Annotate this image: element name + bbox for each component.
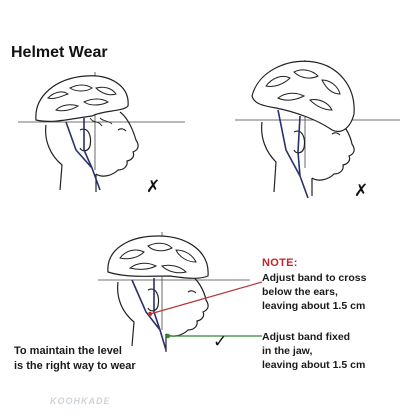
head-incorrect-tilted-back (18, 72, 185, 192)
face-profile (95, 111, 139, 177)
eye (187, 290, 197, 294)
verdict-wrong-mark-1: ✗ (146, 177, 160, 197)
back-of-head (117, 281, 135, 347)
helmet-vent (55, 104, 80, 112)
caption-line: is the right way to wear (14, 360, 136, 372)
eye (331, 132, 341, 136)
helmet-vent (119, 249, 145, 260)
verdict-correct-mark: ✓ (213, 332, 227, 352)
face-profile (165, 273, 209, 337)
helmet-vent (147, 242, 173, 252)
helmet-vent (95, 86, 117, 96)
helmet-vent (69, 84, 93, 92)
note-line: Adjust band to cross (262, 272, 367, 284)
helmet-vent (293, 69, 319, 79)
watermark: KOOHKADE (50, 396, 111, 406)
chin-strap (65, 118, 101, 191)
callout-line-ear-band (149, 281, 263, 315)
helmet-vent (175, 249, 197, 263)
helmet-vent (128, 262, 158, 270)
cross-mark-icon: ✗ (146, 177, 160, 197)
ear (79, 128, 92, 152)
note-item-jaw-band: Adjust band fixed in the jaw, leaving ab… (262, 330, 365, 372)
note-heading: NOTE: (262, 257, 298, 269)
helmet-vent (83, 98, 109, 106)
back-of-head (261, 121, 277, 193)
cross-mark-icon: ✗ (354, 181, 368, 201)
helmet-vent (309, 99, 333, 111)
helmet-vent (321, 79, 341, 95)
note-line: leaving about 1.5 cm (262, 300, 366, 312)
head-correct (98, 232, 250, 352)
check-mark-icon: ✓ (213, 332, 227, 352)
note-line: in the jaw, (262, 345, 313, 357)
helmet-vent (161, 264, 187, 274)
eye (117, 128, 127, 132)
callout-dot-ear-band (147, 311, 153, 317)
head-incorrect-tilted-forward (235, 60, 400, 199)
note-line: leaving about 1.5 cm (262, 359, 366, 371)
back-of-head (45, 124, 63, 191)
helmet-vent (277, 92, 306, 101)
face-profile (311, 117, 355, 181)
caption-line: To maintain the level (14, 345, 122, 357)
callout-dot-jaw-band (165, 333, 171, 339)
chin-strap (277, 109, 309, 199)
note-line: Adjust band fixed (262, 331, 351, 343)
helmet-vent (265, 75, 291, 87)
chin-strap (131, 278, 167, 351)
correct-wear-caption: To maintain the level is the right way t… (14, 344, 136, 374)
note-line: below the ears, (262, 286, 338, 298)
verdict-wrong-mark-2: ✗ (354, 181, 368, 201)
page-title: Helmet Wear (11, 44, 108, 61)
note-item-ear-band: Adjust band to cross below the ears, lea… (262, 271, 366, 313)
helmet-vent (47, 91, 70, 99)
hair (89, 117, 113, 127)
